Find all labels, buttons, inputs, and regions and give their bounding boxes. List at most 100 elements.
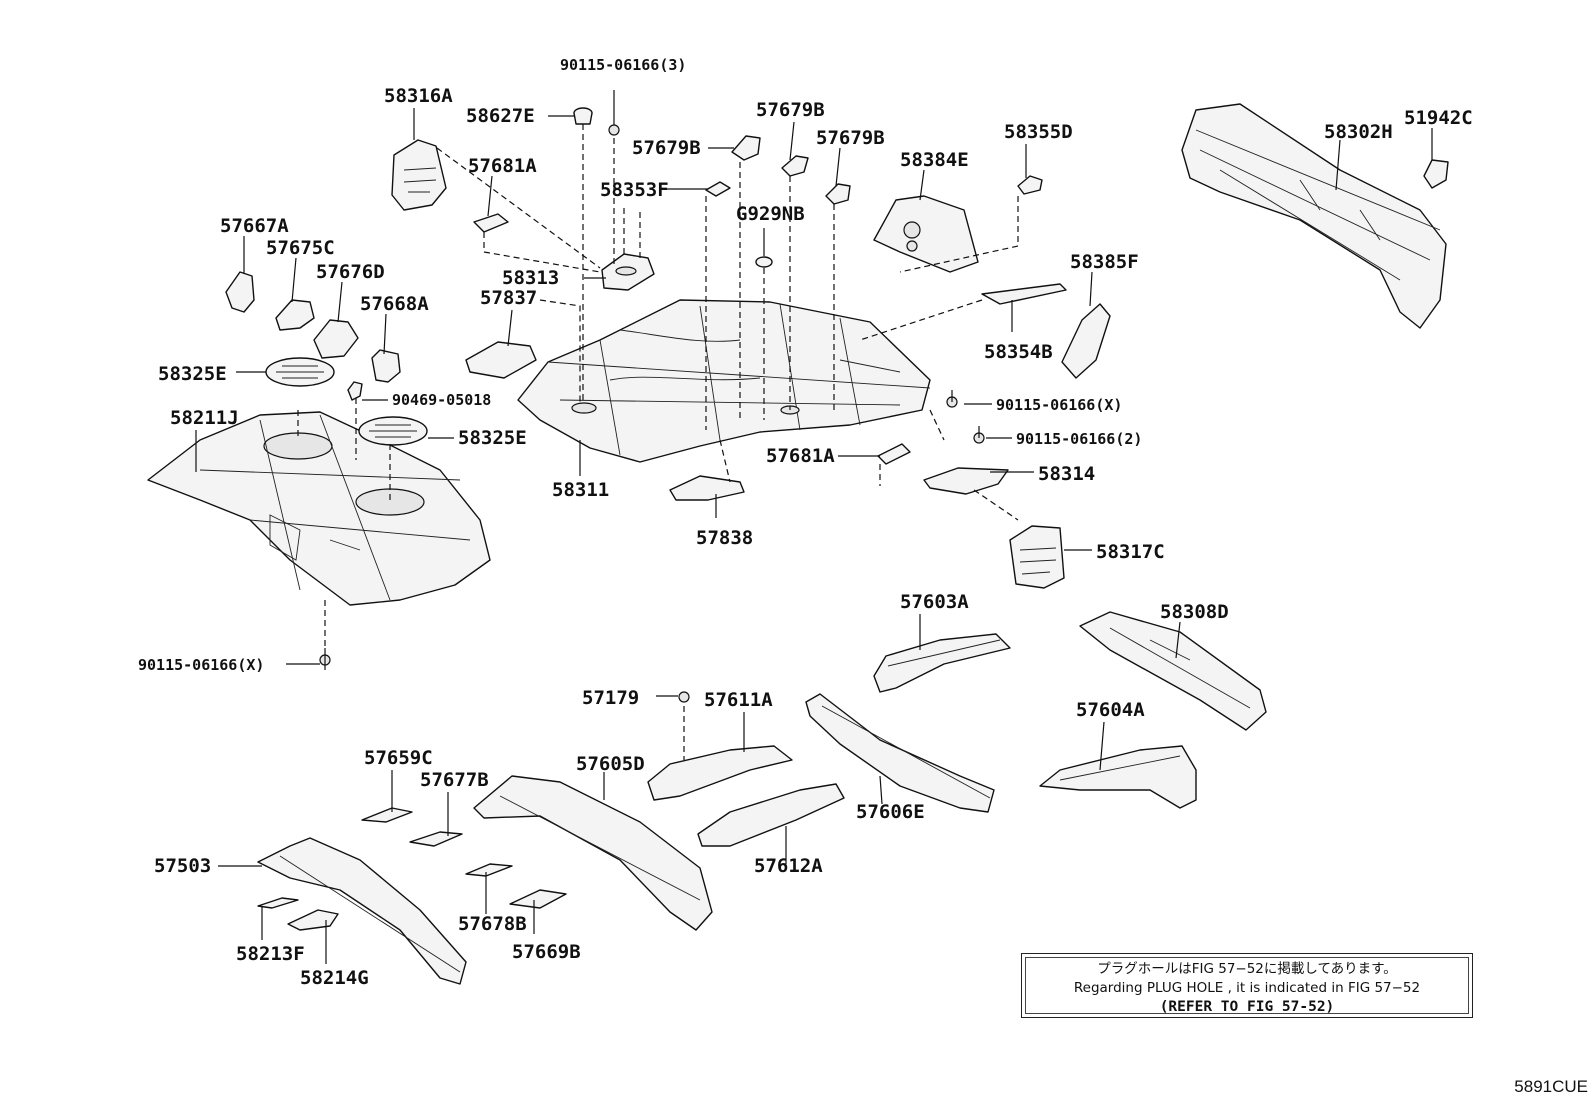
member-57603A [873,633,1011,693]
bracket-58385F [1061,303,1111,379]
label-57681A-a: 57681A [468,155,537,177]
bracket-57677B [409,831,463,847]
bracket-58355D [1017,175,1043,195]
grommet-58325E-b [358,416,428,446]
label-58325E-b: 58325E [458,427,527,449]
note-inner-border: プラグホールはFIG 57−52に掲載してあります。 Regarding PLU… [1025,957,1469,1015]
clip-51942C [1423,159,1449,189]
bolt-90115-x2 [319,648,331,670]
bracket-57681A-a [473,213,509,233]
bracket-58313 [601,253,655,291]
label-58355D: 58355D [1004,121,1073,143]
label-57603A: 57603A [900,591,969,613]
member-57612A [697,783,845,847]
label-57681A-b: 57681A [766,445,835,467]
bracket-57678B [465,863,513,877]
member-57606E [805,693,995,813]
label-58385F: 58385F [1070,251,1139,273]
label-58317C: 58317C [1096,541,1165,563]
plug-58627E [573,107,593,125]
label-58384E: 58384E [900,149,969,171]
label-58314: 58314 [1038,463,1095,485]
bolt-90115-2 [973,426,985,444]
label-51942C: 51942C [1404,107,1473,129]
label-58325E-a: 58325E [158,363,227,385]
label-57679B-b: 57679B [632,137,701,159]
member-58354B [981,283,1067,305]
label-57837: 57837 [480,287,537,309]
label-57675C: 57675C [266,237,335,259]
clip-57179 [678,691,690,703]
member-57604A [1039,745,1197,809]
small-parts-lower [257,691,690,931]
label-58316A: 58316A [384,85,453,107]
label-57676D: 57676D [316,261,385,283]
label-57611A: 57611A [704,689,773,711]
bolt-90115-top [608,90,620,136]
label-58354B: 58354B [984,341,1053,363]
note-line-japanese: プラグホールはFIG 57−52に掲載してあります。 [1097,961,1397,977]
label-58302H: 58302H [1324,121,1393,143]
label-57659C: 57659C [364,747,433,769]
panel-58317C [1009,525,1065,589]
label-57667A: 57667A [220,215,289,237]
label-57503: 57503 [154,855,211,877]
member-57611A [647,745,793,801]
panel-58384E [873,195,979,273]
member-57605D [473,775,713,931]
label-90115-06166-x1: 90115-06166(X) [996,396,1122,414]
bracket-57838 [669,475,745,501]
bracket-58214G [287,909,339,931]
part-labels: 90115-06166(3) 58316A 58627E 57679B 5767… [138,56,1473,989]
figure-code: 5891CUE [1514,1077,1588,1096]
label-90469-05018: 90469-05018 [392,391,491,409]
bracket-57681A-b [877,443,911,465]
bracket-58213F [257,897,299,909]
label-58211J: 58211J [170,407,239,429]
bracket-58353F [705,181,731,197]
label-57668A: 57668A [360,293,429,315]
plug-G929NB [755,256,773,268]
note-line-reference: (REFER TO FIG 57-52) [1159,999,1335,1015]
reference-lines [297,124,1019,760]
label-57605D: 57605D [576,753,645,775]
label-57604A: 57604A [1076,699,1145,721]
grommet-58325E-a [265,357,335,387]
floor-pan-58311 [517,299,931,463]
bracket-57837 [465,341,537,379]
label-57612A: 57612A [754,855,823,877]
leader-lines [195,108,1433,964]
label-58313: 58313 [502,267,559,289]
label-58308D: 58308D [1160,601,1229,623]
label-57179: 57179 [582,687,639,709]
note-line-english: Regarding PLUG HOLE , it is indicated in… [1073,980,1421,996]
bracket-57676D [313,319,359,359]
label-57838: 57838 [696,527,753,549]
bolt-90115-x1 [946,390,958,408]
bracket-57667A [225,271,255,313]
bracket-57668A [371,349,401,383]
bracket-57675C [275,299,315,331]
member-58308D [1079,611,1267,731]
label-58353F: 58353F [600,179,669,201]
label-90115-06166-2: 90115-06166(2) [1016,430,1142,448]
label-57679B-c: 57679B [816,127,885,149]
bracket-57659C [361,807,413,823]
label-57606E: 57606E [856,801,925,823]
label-57677B: 57677B [420,769,489,791]
label-57679B-a: 57679B [756,99,825,121]
label-58213F: 58213F [236,943,305,965]
label-57669B: 57669B [512,941,581,963]
member-57503 [257,837,467,985]
label-90115-06166-3: 90115-06166(3) [560,56,686,74]
label-57678B: 57678B [458,913,527,935]
rear-panel-58302H [1181,103,1447,329]
label-90115-06166-x2: 90115-06166(X) [138,656,264,674]
panel-58316A [391,139,447,211]
bracket-58314 [923,467,1009,495]
label-G929NB: G929NB [736,203,805,225]
bracket-57669B [509,889,567,909]
clip-90469 [347,381,363,401]
